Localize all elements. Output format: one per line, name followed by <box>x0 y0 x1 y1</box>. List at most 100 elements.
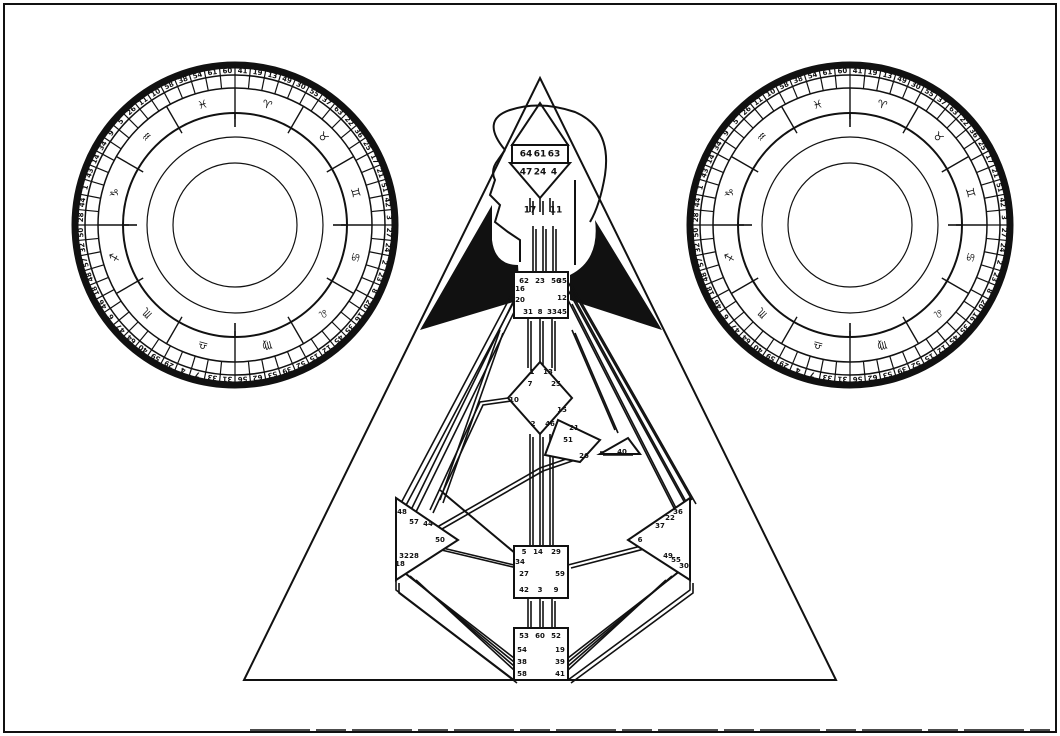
ring-gate-number: 3 <box>385 215 393 220</box>
channel-line <box>416 580 514 670</box>
ring-gate-number: 31 <box>222 375 232 383</box>
bodygraph-gate-number: 31 <box>523 308 533 316</box>
ring-gate-number: 43 <box>700 167 711 179</box>
ring-gate-number: 24 <box>998 242 1007 253</box>
ring-gate-number: 19 <box>252 68 263 77</box>
bodygraph-gate-number: 51 <box>563 436 573 444</box>
channel-line <box>571 548 648 568</box>
wheel-ring <box>98 88 372 362</box>
channel-line <box>568 290 686 505</box>
bodygraph-gate-number: 14 <box>533 548 543 556</box>
zodiac-divider <box>942 278 969 294</box>
ring-gate-number: 24 <box>383 242 392 253</box>
gate-divider <box>981 265 1003 272</box>
sagittarius-icon: ♐ <box>722 251 737 264</box>
ring-gate-number: 32 <box>693 242 702 253</box>
gate-divider <box>76 238 99 240</box>
zodiac-divider <box>942 157 969 173</box>
ring-gate-number: 4 <box>179 365 186 374</box>
capricorn-icon: ♑ <box>107 186 122 199</box>
gate-divider <box>804 356 811 378</box>
ring-gate-number: 7 <box>194 370 201 379</box>
bodygraph-gate-number: 6 <box>638 536 643 544</box>
gate-divider <box>834 361 836 384</box>
bodygraph-gate-number: 33 <box>547 308 557 316</box>
gate-divider <box>834 66 836 89</box>
bodygraph-gate-number: 30 <box>679 562 689 570</box>
ring-gate-number: 28 <box>77 212 85 222</box>
virgo-icon: ♍ <box>876 338 889 353</box>
bodygraph-gate-number: 57 <box>409 518 419 526</box>
zodiac-divider <box>327 278 354 294</box>
taurus-icon: ♉ <box>930 129 946 145</box>
bodygraph-gate-number: 24 <box>534 168 547 178</box>
channel-line <box>400 290 514 505</box>
channel-line <box>440 330 500 500</box>
gate-divider <box>863 66 865 89</box>
zodiac-divider <box>288 317 304 344</box>
bodygraph-gate-number: 53 <box>519 632 529 640</box>
channel-line <box>568 545 645 565</box>
bodygraph-gate-number: 17 <box>524 206 537 216</box>
bodygraph-gate-number: 22 <box>665 514 675 522</box>
bodygraph-gate-number: 41 <box>555 670 565 678</box>
ring-gate-number: 3 <box>1000 215 1008 220</box>
bodygraph-gate-number: 20 <box>515 296 525 304</box>
gate-divider <box>986 238 1009 240</box>
pisces-icon: ♓ <box>811 97 824 112</box>
bodygraph-gate-number: 45 <box>557 308 567 316</box>
bodygraph-gate-number: 64 <box>520 150 533 160</box>
bodygraph-gate-number: 37 <box>655 522 665 530</box>
pisces-icon: ♓ <box>196 97 209 112</box>
ring-gate-number: 41 <box>852 67 862 75</box>
scorpio-icon: ♏ <box>754 305 770 321</box>
gemini-icon: ♊ <box>348 186 363 199</box>
gate-divider <box>189 356 196 378</box>
bodygraph-gate-number: 23 <box>535 277 545 285</box>
right-shoulder <box>570 220 662 330</box>
zodiac-divider <box>903 106 919 133</box>
gate-divider <box>863 361 865 384</box>
wheel-core-ring <box>173 163 297 287</box>
bodygraph-gate-number: 9 <box>554 586 559 594</box>
gate-divider <box>691 209 714 211</box>
ring-gate-number: 1 <box>81 184 90 191</box>
bodygraph-gate-number: 10 <box>509 396 519 404</box>
bodygraph-centers <box>396 103 690 680</box>
bodygraph-gate-number: 29 <box>551 548 561 556</box>
ring-gate-number: 50 <box>692 227 700 237</box>
bodygraph-gate-number: 21 <box>569 424 579 432</box>
gate-divider <box>248 66 250 89</box>
head-center <box>512 103 568 145</box>
bodygraph-gate-number: 47 <box>520 168 533 178</box>
bodygraph-gate-number: 35 <box>557 277 567 285</box>
ring-gate-number: 44 <box>78 197 87 208</box>
gate-divider <box>219 361 221 384</box>
ring-gate-number: 41 <box>237 67 247 75</box>
ring-gate-number: 42 <box>998 197 1007 208</box>
ring-gate-number: 2 <box>995 259 1004 266</box>
left-shoulder <box>420 205 520 330</box>
bodygraph-gate-number: 40 <box>617 448 627 456</box>
wheel-ring <box>713 88 987 362</box>
ring-gate-number: 4 <box>794 365 801 374</box>
zodiac-divider <box>731 157 758 173</box>
ring-gate-number: 42 <box>383 197 392 208</box>
bodygraph-gate-number: 44 <box>423 520 433 528</box>
aquarius-icon: ♒ <box>754 129 770 145</box>
ring-gate-number: 1 <box>696 184 705 191</box>
ring-gate-number: 19 <box>867 68 878 77</box>
bodygraph-gate-number: 11 <box>550 206 563 216</box>
taurus-icon: ♉ <box>315 129 331 145</box>
zodiac-divider <box>167 317 183 344</box>
bodygraph-gate-number: 25 <box>551 380 561 388</box>
bodygraph-gate-number: 46 <box>545 420 555 428</box>
cancer-icon: ♋ <box>348 251 363 264</box>
ring-gate-number: 27 <box>385 227 393 237</box>
zodiac-divider <box>782 317 798 344</box>
ring-gate-number: 62 <box>867 373 878 382</box>
sagittarius-icon: ♐ <box>107 251 122 264</box>
wheel-core-ring <box>788 163 912 287</box>
